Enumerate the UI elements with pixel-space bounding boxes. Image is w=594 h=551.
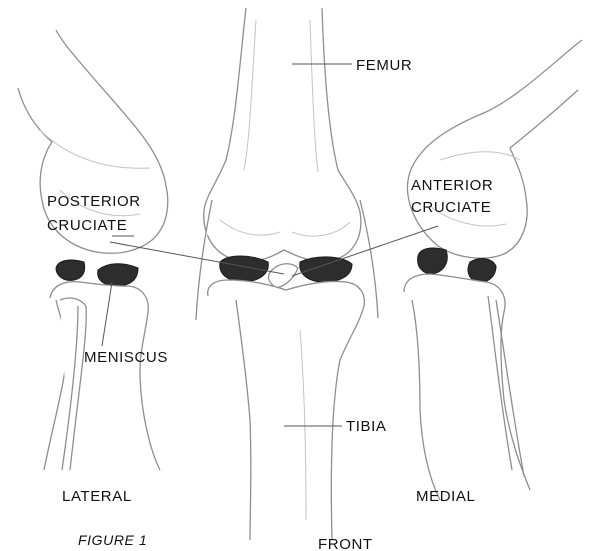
front-meniscus-left: [220, 256, 269, 282]
medial-meniscus-front: [418, 248, 448, 274]
front-meniscus-right: [300, 257, 352, 282]
front-tibia-outline: [208, 280, 365, 540]
medial-label: MEDIAL: [416, 488, 475, 505]
anterior-cruciate-label-line2: CRUCIATE: [411, 199, 491, 216]
meniscus-label: MENISCUS: [84, 349, 168, 366]
lateral-meniscus-back: [98, 264, 138, 286]
femur-label: FEMUR: [356, 57, 412, 74]
tibia-label: TIBIA: [346, 418, 387, 435]
front-label: FRONT: [318, 536, 373, 551]
medial-view: [404, 40, 582, 500]
posterior-cruciate-label-line2: CRUCIATE: [47, 217, 127, 234]
lateral-label: LATERAL: [62, 488, 132, 505]
front-view: [196, 8, 378, 540]
lateral-fibula: [60, 298, 86, 470]
figure-caption: FIGURE 1: [78, 532, 147, 548]
posterior-cruciate-label-line1: POSTERIOR: [47, 193, 141, 210]
anterior-cruciate-label-line1: ANTERIOR: [411, 177, 493, 194]
medial-meniscus-back: [468, 259, 496, 283]
lateral-meniscus-front: [56, 260, 85, 280]
lateral-view: [18, 30, 168, 470]
front-femur-outline: [204, 8, 361, 261]
